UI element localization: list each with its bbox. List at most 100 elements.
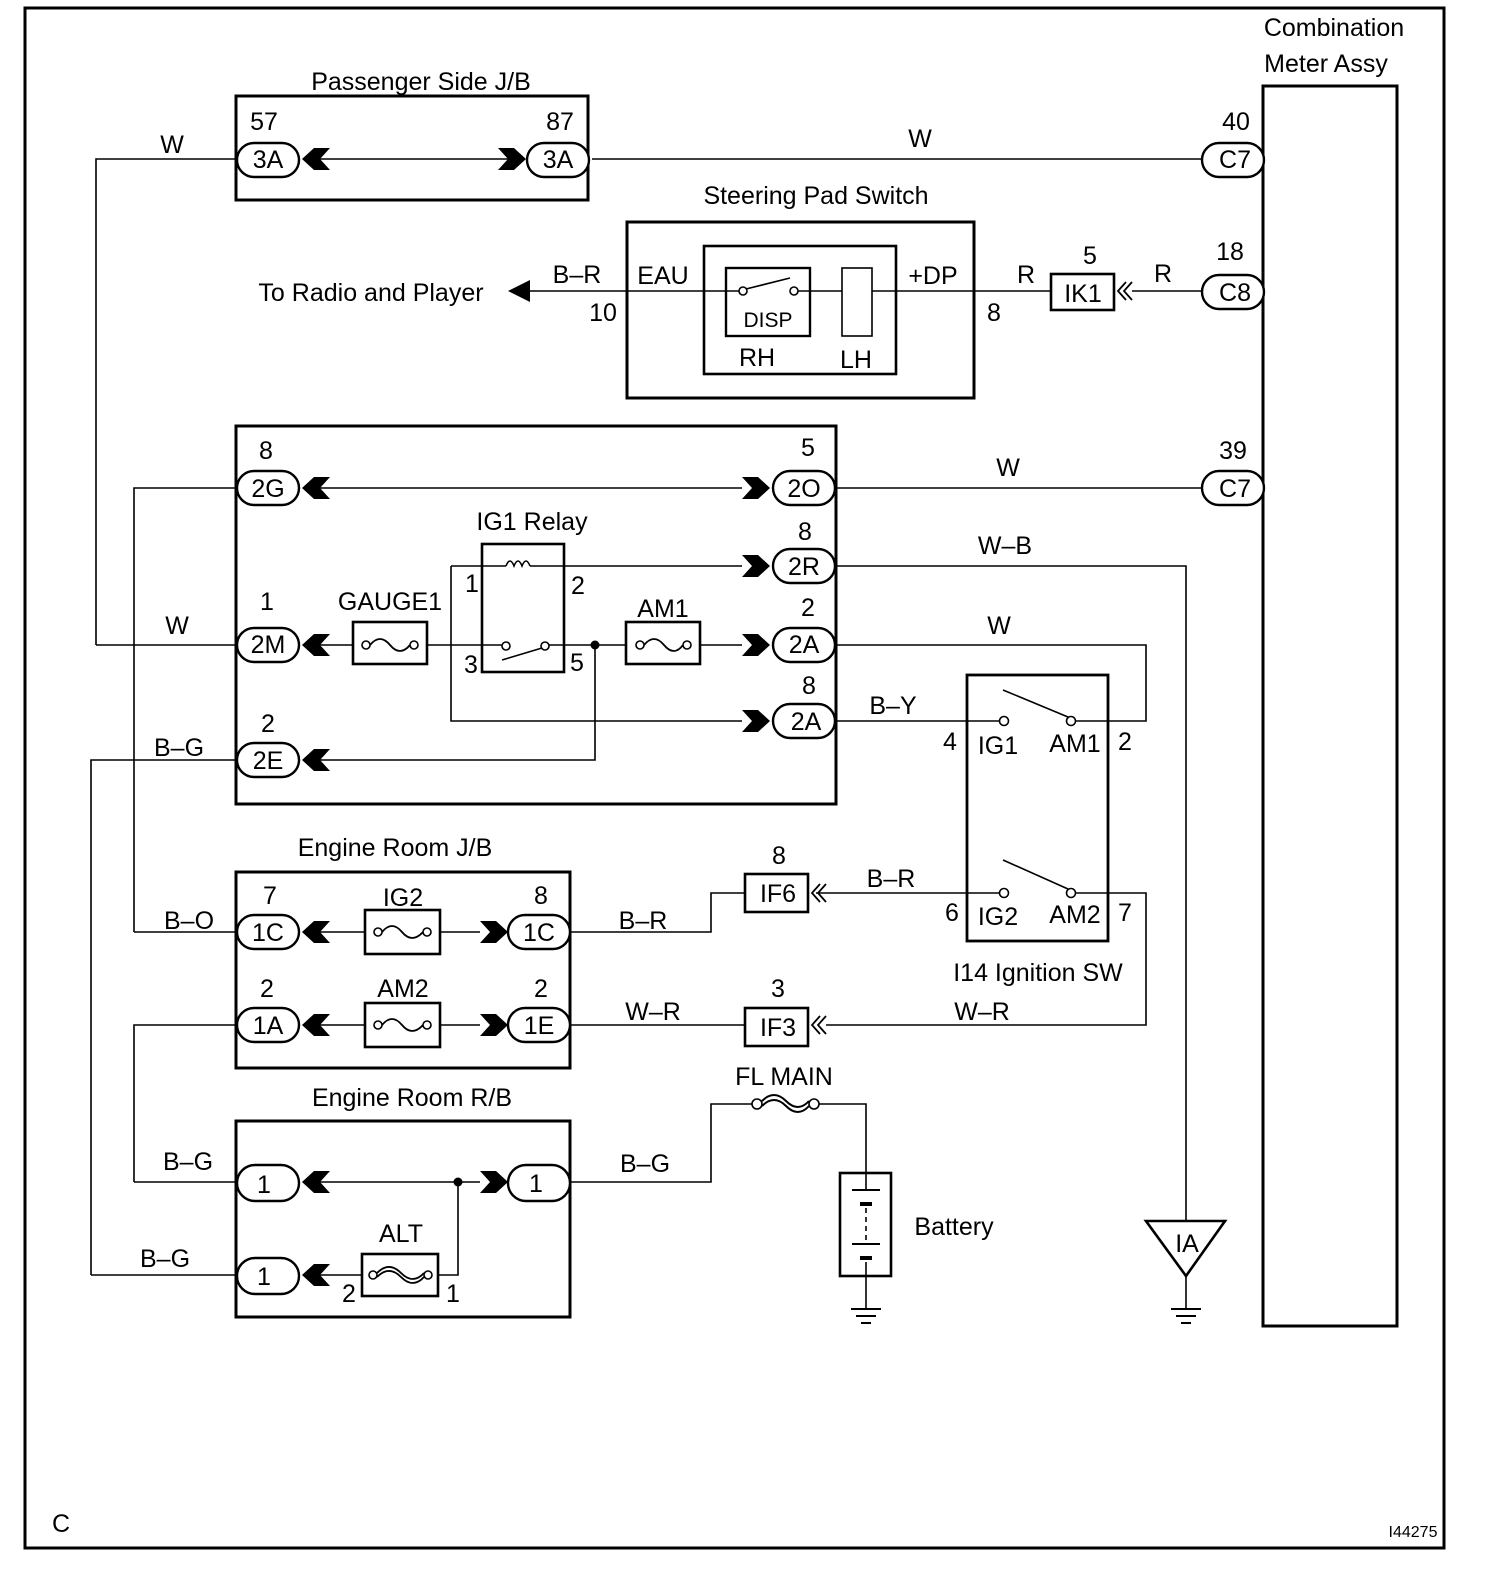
corner-label: C <box>52 1510 70 1538</box>
wire-label-w-2m: W <box>165 612 189 640</box>
ignition-sw-title: I14 Ignition SW <box>953 959 1123 987</box>
pin-label: 2 <box>801 594 815 622</box>
connector-1c-left: 7 1C <box>235 882 330 951</box>
diagram-id: I44275 <box>1389 1524 1438 1541</box>
driver-jb-box <box>234 424 838 806</box>
connector-code: 2G <box>251 475 284 503</box>
fuse-am2: AM2 <box>363 975 442 1049</box>
dp-label: +DP <box>908 262 957 290</box>
connector-code: 1E <box>524 1012 555 1040</box>
fuse-gauge1: GAUGE1 <box>338 588 442 666</box>
wire-label-bg-rb-bot: B–G <box>140 1245 190 1273</box>
wire-label-wb-2r: W–B <box>978 532 1032 560</box>
sw-ig2-label: IG2 <box>978 903 1018 931</box>
connector-code: 1 <box>257 1263 271 1291</box>
wire-label-wr-if3: W–R <box>954 998 1010 1026</box>
wire-label-bg-rb-right: B–G <box>620 1150 670 1178</box>
connector-meter-c7-top: 40 C7 <box>1200 108 1266 179</box>
relay-pin-2: 2 <box>571 572 585 600</box>
battery-ground-icon <box>851 1276 881 1324</box>
connector-if3: 3 IF3 <box>743 975 827 1048</box>
connector-code: 2O <box>787 475 820 503</box>
engine-room-rb-box <box>234 1119 572 1319</box>
connector-1a: 2 1A <box>235 975 330 1044</box>
wire-label-wr-1e: W–R <box>625 998 681 1026</box>
pin-label: 7 <box>263 882 277 910</box>
pin-label: 8 <box>802 672 816 700</box>
engine-room-jb-title: Engine Room J/B <box>298 834 493 862</box>
connector-code: C7 <box>1219 475 1251 503</box>
pin-label: 5 <box>801 434 815 462</box>
connector-code: 1 <box>529 1170 543 1198</box>
pin-label: 40 <box>1222 108 1250 136</box>
relay-pin-1: 1 <box>465 570 479 598</box>
steering-pad-title: Steering Pad Switch <box>703 182 928 210</box>
connector-code: 1C <box>252 919 284 947</box>
pin-label: 2 <box>534 975 548 1003</box>
connector-code: 2A <box>791 708 822 736</box>
connector-code: IF6 <box>760 880 796 908</box>
to-radio-label: To Radio and Player <box>258 279 483 307</box>
rh-label: RH <box>739 344 775 372</box>
connector-ik1: 5 IK1 <box>1049 242 1133 312</box>
fuse-label: AM2 <box>377 975 428 1003</box>
connector-if6: 8 IF6 <box>743 842 827 914</box>
sw-ig1-label: IG1 <box>978 732 1018 760</box>
connector-pj-right: 87 3A <box>498 108 591 179</box>
connector-code: IF3 <box>760 1014 796 1042</box>
connector-2a-top: 2 2A <box>742 594 837 664</box>
connector-1c-right: 8 1C <box>480 882 572 951</box>
ig1-relay-box <box>480 542 566 674</box>
fuse-label: IG2 <box>383 884 423 912</box>
connector-2o: 5 2O <box>742 434 837 507</box>
sw-pin-4: 4 <box>943 728 957 756</box>
eau-label: EAU <box>637 262 688 290</box>
fuse-label: ALT <box>379 1220 423 1248</box>
pin-label: 8 <box>772 842 786 870</box>
relay-pin-5: 5 <box>570 649 584 677</box>
pin-label: 57 <box>250 108 278 136</box>
wire-label-w-pj-left: W <box>160 131 184 159</box>
fuse-label: AM1 <box>637 595 688 623</box>
connector-code: 2M <box>251 631 286 659</box>
pin-label: 8 <box>259 437 273 465</box>
connector-code: 1C <box>523 919 555 947</box>
wire-label-w-2a: W <box>987 612 1011 640</box>
pin-label: 87 <box>546 108 574 136</box>
connector-2e: 2 2E <box>235 710 330 779</box>
pin-label: 8 <box>534 882 548 910</box>
fuse-fl-main: FL MAIN <box>735 1063 833 1113</box>
connector-code: 1A <box>253 1012 284 1040</box>
ig1-relay-title: IG1 Relay <box>476 508 588 536</box>
wire-label-br-if6: B–R <box>867 865 916 893</box>
eau-pin: 10 <box>589 299 617 327</box>
wire-label-br-radio: B–R <box>553 261 602 289</box>
connector-code: 2A <box>789 631 820 659</box>
connector-code: 1 <box>257 1171 271 1199</box>
meter-title-line1: Combination <box>1264 14 1404 42</box>
connector-code: 2E <box>253 747 284 775</box>
wire-label-w-pj-right: W <box>908 125 932 153</box>
wire-label-bg-2e: B–G <box>154 734 204 762</box>
connector-code: 2R <box>788 553 820 581</box>
connector-code: 3A <box>543 146 574 174</box>
sw-pin-7: 7 <box>1118 899 1132 927</box>
fuse-label: GAUGE1 <box>338 588 442 616</box>
battery-icon <box>852 1173 880 1276</box>
combination-meter-box <box>1261 84 1399 1328</box>
fuse-ig2: IG2 <box>363 884 442 956</box>
disp-label: DISP <box>743 309 792 332</box>
lh-switch <box>841 267 873 337</box>
fuse-am1: AM1 <box>624 595 702 666</box>
wire-w-pj-left <box>95 158 238 645</box>
connector-code: 3A <box>253 146 284 174</box>
pin-label: 8 <box>798 518 812 546</box>
connector-meter-c7-mid: 39 C7 <box>1200 437 1266 507</box>
sw-am1-label: AM1 <box>1049 730 1100 758</box>
connector-2m: 1 2M <box>235 588 330 664</box>
ground-label: IA <box>1175 1230 1199 1258</box>
connector-code: IK1 <box>1064 280 1102 308</box>
ground-ia: IA <box>1143 1219 1228 1324</box>
wire-label-by-2a: B–Y <box>869 692 917 720</box>
